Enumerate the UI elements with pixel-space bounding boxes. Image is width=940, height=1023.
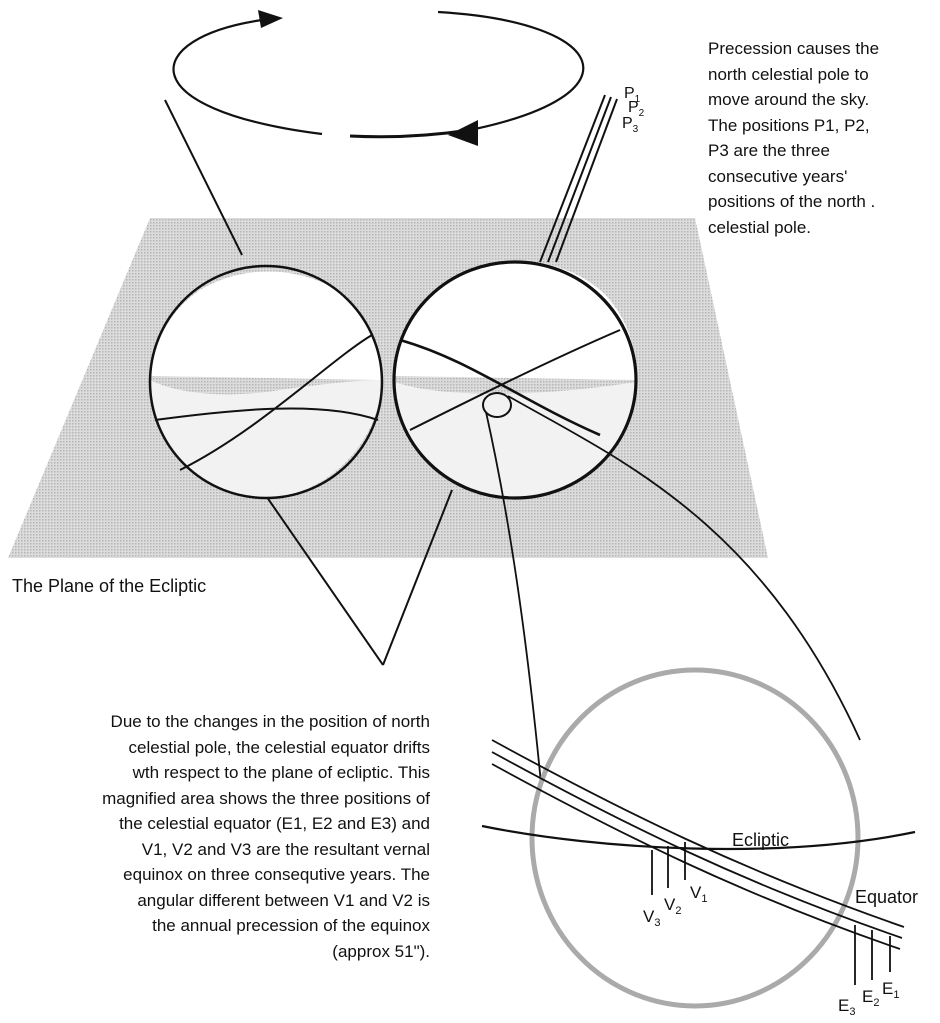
drift-note-line: Due to the changes in the position of no… bbox=[102, 709, 430, 735]
precession-note-line: The positions P1, P2, bbox=[708, 113, 879, 139]
drift-note-line: equinox on three consequtive years. The bbox=[102, 862, 430, 888]
equator-drift-note: Due to the changes in the position of no… bbox=[102, 709, 430, 964]
ecliptic-plane bbox=[8, 218, 768, 558]
ecliptic-plane-label: The Plane of the Ecliptic bbox=[12, 576, 206, 596]
precession-circle bbox=[173, 12, 583, 137]
precession-note-line: move around the sky. bbox=[708, 87, 879, 113]
drift-note-line: the annual precession of the equinox bbox=[102, 913, 430, 939]
magnifier-circle bbox=[532, 670, 858, 1006]
drift-note-line: (approx 51"). bbox=[102, 939, 430, 965]
precession-note: Precession causes the north celestial po… bbox=[708, 36, 879, 240]
precession-note-line: north celestial pole to bbox=[708, 62, 879, 88]
pole-labels: P1 P2 P3 bbox=[622, 85, 645, 135]
equator-label-e1: E1 bbox=[882, 979, 899, 1001]
precession-note-line: positions of the north . bbox=[708, 189, 879, 215]
rotation-arrowhead-top bbox=[258, 10, 283, 28]
precession-note-line: P3 are the three bbox=[708, 138, 879, 164]
drift-note-line: angular different between V1 and V2 is bbox=[102, 888, 430, 914]
rotation-arrowhead-bottom bbox=[448, 120, 478, 146]
pole-label-p3: P3 bbox=[622, 115, 639, 135]
equator-label-e2: E2 bbox=[862, 987, 879, 1009]
ecliptic-label: Ecliptic bbox=[732, 830, 789, 850]
equator-label-e3: E3 bbox=[838, 996, 855, 1018]
drift-note-line: magnified area shows the three positions… bbox=[102, 786, 430, 812]
drift-note-line: V1, V2 and V3 are the resultant vernal bbox=[102, 837, 430, 863]
drift-note-line: wth respect to the plane of ecliptic. Th… bbox=[102, 760, 430, 786]
equator-label: Equator bbox=[855, 887, 918, 907]
precession-note-line: Precession causes the bbox=[708, 36, 879, 62]
precession-note-line: consecutive years' bbox=[708, 164, 879, 190]
drift-note-line: the celestial equator (E1, E2 and E3) an… bbox=[102, 811, 430, 837]
drift-note-line: celestial pole, the celestial equator dr… bbox=[102, 735, 430, 761]
precession-note-line: celestial pole. bbox=[708, 215, 879, 241]
